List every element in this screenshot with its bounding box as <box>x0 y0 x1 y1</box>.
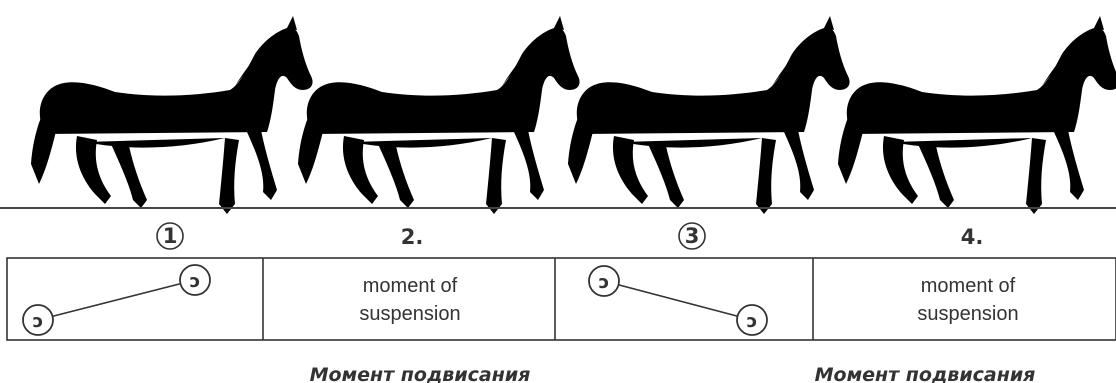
phase-label-2: 2. <box>401 225 424 249</box>
svg-text:ↄ: ↄ <box>190 271 201 292</box>
caption-phase-2: Момент подвисания <box>310 364 531 383</box>
svg-text:ↄ: ↄ <box>747 311 758 332</box>
phase-label-3: 3 <box>679 223 705 249</box>
cell-4-line1: moment of <box>921 275 1016 297</box>
hoof-diagram-1: ↄ ↄ <box>23 265 210 335</box>
horse-illustration-3 <box>568 16 850 214</box>
phase-label-1: 1 <box>157 223 183 249</box>
cell-4-line2: suspension <box>917 303 1018 325</box>
horse-illustration-4 <box>838 16 1116 214</box>
horse-illustration-2 <box>298 16 580 214</box>
phase-label-4: 4. <box>961 225 984 249</box>
cell-2-line2: suspension <box>359 303 460 325</box>
phase-number: 3 <box>685 224 700 248</box>
horse-illustration-1 <box>31 16 313 214</box>
hoof-diagram-3: ↄ ↄ <box>589 266 767 335</box>
caption-phase-4: Момент подвисания <box>815 364 1036 383</box>
phase-table <box>7 258 1116 340</box>
svg-text:ↄ: ↄ <box>33 311 44 332</box>
cell-2-line1: moment of <box>363 275 458 297</box>
phase-number: 1 <box>163 224 178 248</box>
svg-text:ↄ: ↄ <box>599 272 610 293</box>
